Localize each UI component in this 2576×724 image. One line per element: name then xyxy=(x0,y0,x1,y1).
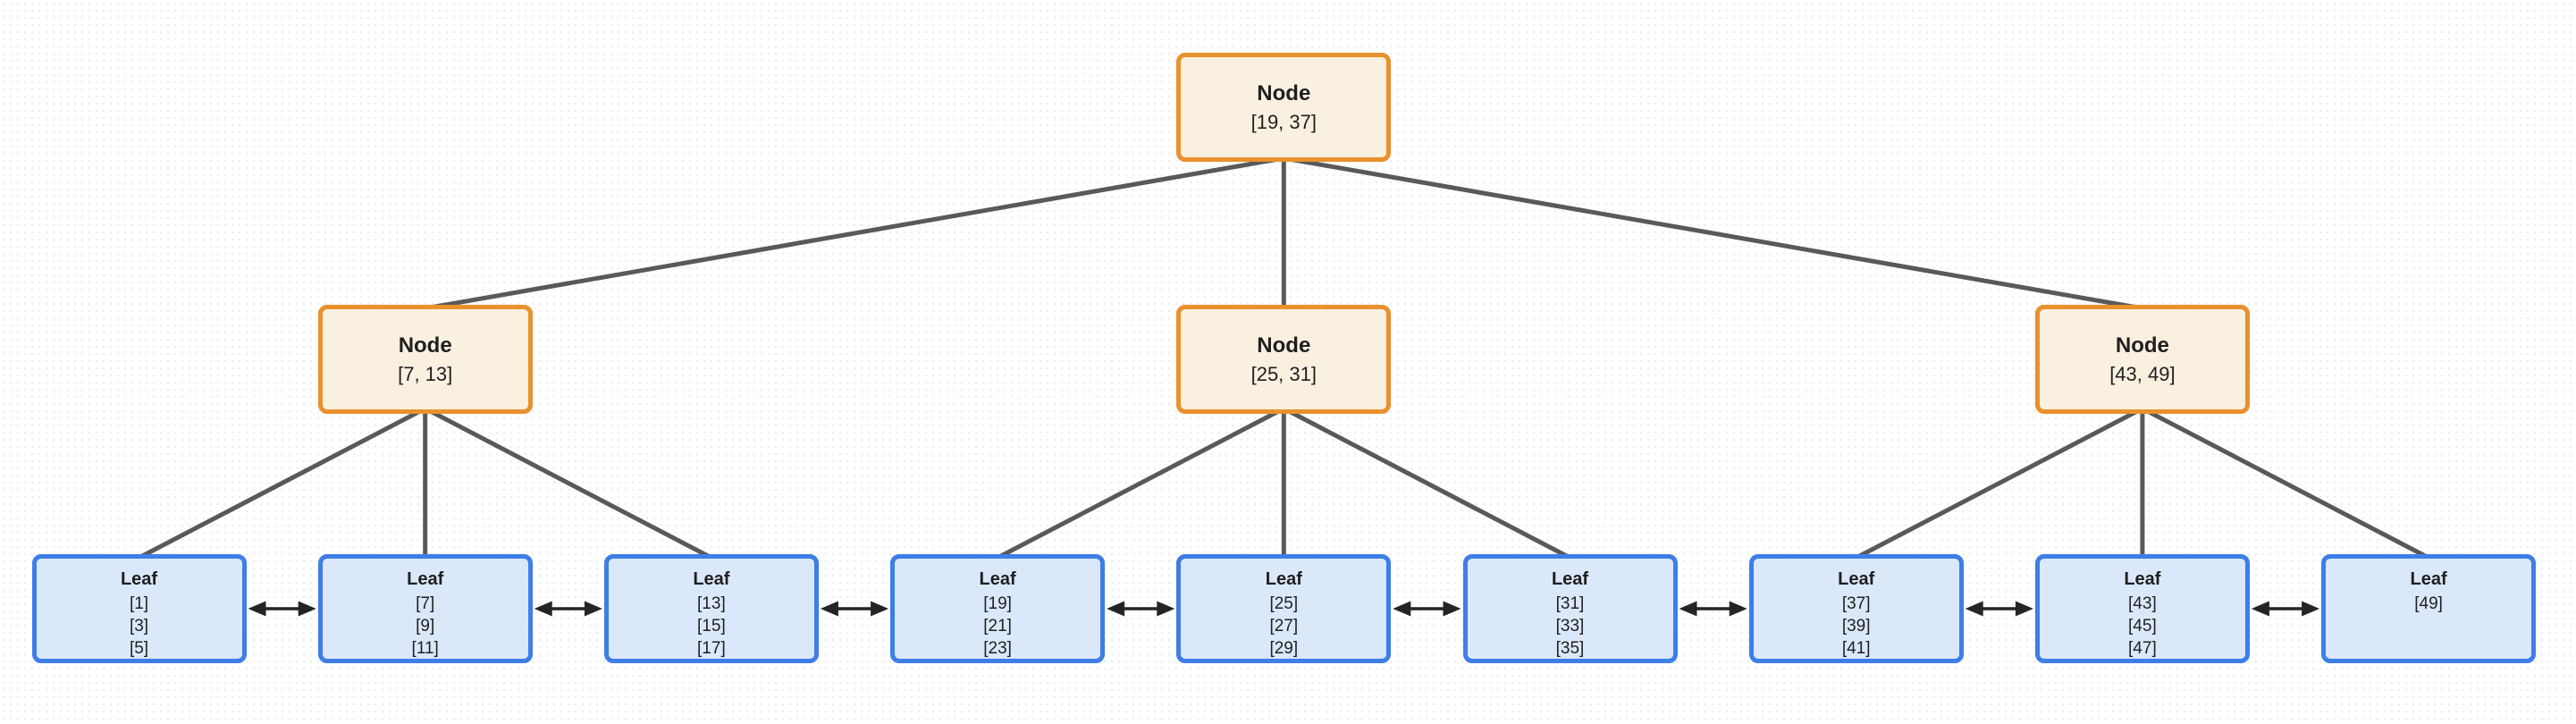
arrowhead-icon xyxy=(1157,601,1175,617)
internal-node-0-label: Node xyxy=(398,333,452,358)
leaf-node-6-label: Leaf xyxy=(1838,569,1875,589)
leaf-value: [7] xyxy=(416,594,435,613)
leaf-value: [3] xyxy=(129,617,149,636)
arrowhead-icon xyxy=(298,601,316,617)
arrowhead-icon xyxy=(534,601,552,617)
leaf-value: [9] xyxy=(416,617,435,636)
root-node: Node [19, 37] xyxy=(1176,53,1392,162)
tree-edge xyxy=(1283,406,1571,560)
leaf-node-3-label: Leaf xyxy=(979,569,1016,589)
leaf-value: [29] xyxy=(1269,639,1299,658)
leaf-node-4-label: Leaf xyxy=(1265,569,1302,589)
leaf-value: [27] xyxy=(1269,617,1299,636)
leaf-node-7-label: Leaf xyxy=(2124,569,2161,589)
tree-edge xyxy=(425,156,1284,311)
internal-node-2: Node [43, 49] xyxy=(2034,305,2250,414)
leaf-node-0: Leaf [1] [3] [5] xyxy=(31,554,247,663)
leaf-node-8: Leaf [49] xyxy=(2321,554,2537,663)
leaf-node-3: Leaf [19] [21] [23] xyxy=(890,554,1106,663)
leaf-value: [43] xyxy=(2128,594,2157,613)
leaf-value: [41] xyxy=(1841,639,1871,658)
leaf-node-5-label: Leaf xyxy=(1551,569,1589,589)
tree-edge xyxy=(138,406,426,560)
internal-node-1-label: Node xyxy=(1257,333,1311,358)
arrowhead-icon xyxy=(1393,601,1411,617)
leaf-value: [23] xyxy=(983,639,1012,658)
leaf-node-0-label: Leaf xyxy=(120,569,158,589)
leaf-node-2-label: Leaf xyxy=(693,569,730,589)
leaf-value: [37] xyxy=(1841,594,1871,613)
leaf-value: [5] xyxy=(129,639,149,658)
leaf-value: [25] xyxy=(1269,594,1299,613)
tree-edge xyxy=(424,406,713,560)
leaf-node-4: Leaf [25] [27] [29] xyxy=(1176,554,1392,663)
leaf-value: [35] xyxy=(1555,639,1585,658)
leaf-node-7: Leaf [43] [45] [47] xyxy=(2034,554,2250,663)
leaf-value: [21] xyxy=(983,617,1012,636)
arrowhead-icon xyxy=(1679,601,1697,617)
leaf-node-5: Leaf [31] [33] [35] xyxy=(1462,554,1678,663)
leaf-value: [13] xyxy=(697,594,726,613)
internal-node-2-label: Node xyxy=(2115,333,2169,358)
leaf-node-2: Leaf [13] [15] [17] xyxy=(603,554,819,663)
leaf-value: [47] xyxy=(2128,639,2157,658)
leaf-node-1: Leaf [7] [9] [11] xyxy=(317,554,533,663)
internal-node-0: Node [7, 13] xyxy=(317,305,533,414)
leaf-value: [19] xyxy=(983,594,1012,613)
arrowhead-icon xyxy=(248,601,266,617)
leaf-node-8-label: Leaf xyxy=(2410,569,2447,589)
tree-edge xyxy=(2141,406,2430,560)
arrowhead-icon xyxy=(1965,601,1983,617)
leaf-value: [31] xyxy=(1555,594,1585,613)
arrowhead-icon xyxy=(2251,601,2269,617)
arrowhead-icon xyxy=(1107,601,1125,617)
leaf-value: [15] xyxy=(697,617,726,636)
arrowhead-icon xyxy=(584,601,602,617)
leaf-value: [11] xyxy=(411,639,439,658)
leaf-value: [17] xyxy=(697,639,726,658)
arrowhead-icon xyxy=(1443,601,1461,617)
internal-node-1-keys: [25, 31] xyxy=(1250,362,1317,385)
leaf-value: [33] xyxy=(1555,617,1585,636)
internal-node-2-keys: [43, 49] xyxy=(2109,362,2176,385)
arrowhead-icon xyxy=(2302,601,2320,617)
tree-edge xyxy=(996,406,1285,560)
leaf-value: [1] xyxy=(129,594,149,613)
arrowhead-icon xyxy=(2015,601,2033,617)
arrowhead-icon xyxy=(871,601,889,617)
arrowhead-icon xyxy=(1729,601,1747,617)
leaf-value: [39] xyxy=(1841,617,1871,636)
tree-edge xyxy=(1283,156,2143,311)
leaf-value: [45] xyxy=(2128,617,2157,636)
internal-node-0-keys: [7, 13] xyxy=(398,362,453,385)
leaf-value: [49] xyxy=(2414,594,2443,613)
leaf-node-6: Leaf [37] [39] [41] xyxy=(1748,554,1964,663)
arrowhead-icon xyxy=(820,601,838,617)
root-node-keys: [19, 37] xyxy=(1250,110,1317,133)
root-node-label: Node xyxy=(1257,80,1311,105)
leaf-node-1-label: Leaf xyxy=(407,569,444,589)
internal-node-1: Node [25, 31] xyxy=(1176,305,1392,414)
tree-edge xyxy=(1855,406,2144,560)
